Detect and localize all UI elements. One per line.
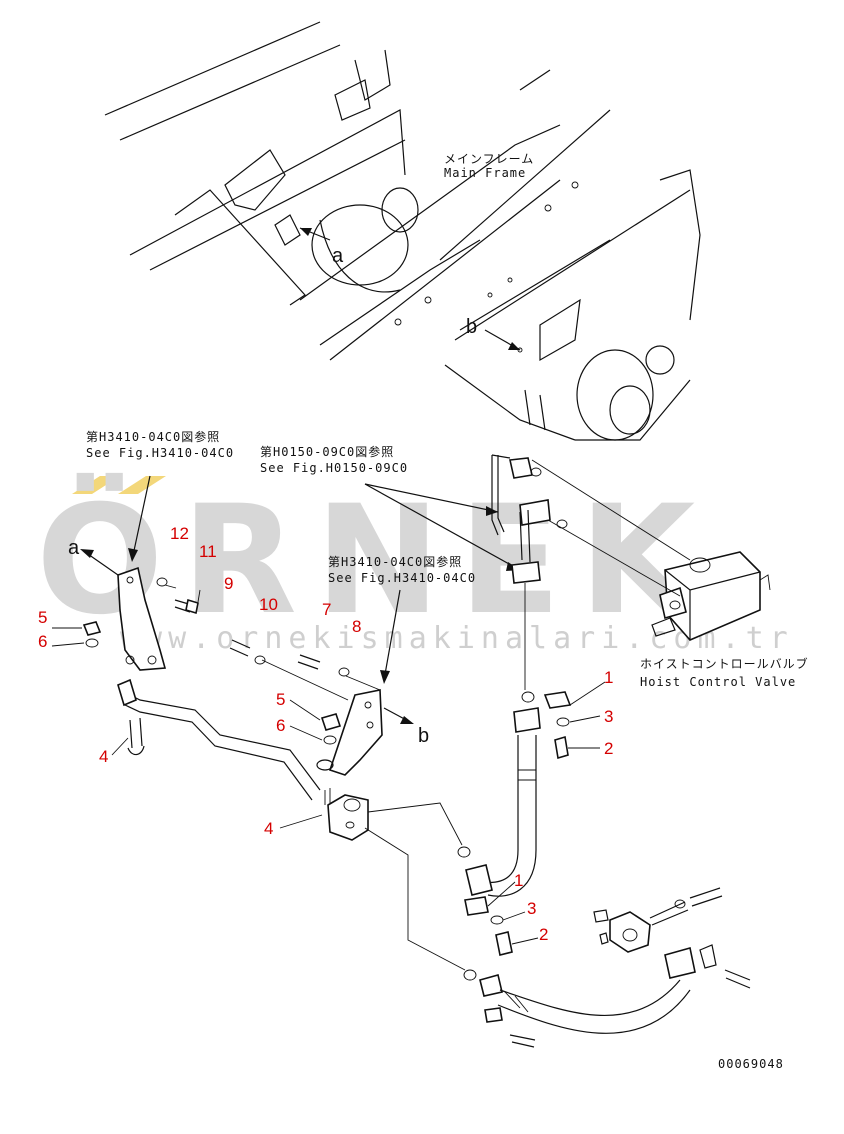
callout-1-low: 1 [514,871,523,890]
watermark-accent-right [118,476,166,494]
upper-pipes [491,454,691,690]
callout-10: 10 [259,595,278,614]
top-clamp-set [543,681,606,760]
callout-3-top: 3 [604,707,613,726]
ref2-label-en: See Fig.H0150-09C0 [260,461,408,475]
vertical-hose [457,691,541,897]
watermark-url: www.ornekismakinalari.com.tr [120,621,794,656]
callouts: 12 11 9 10 7 8 5 6 5 6 4 4 1 3 2 1 3 2 [38,524,613,944]
main-frame-label-en: Main Frame [444,166,526,180]
callout-7: 7 [322,600,331,619]
callout-3-low: 3 [527,899,536,918]
watermark: ÖRNEK www.ornekismakinalari.com.tr [36,472,794,656]
hoist-valve-label-en: Hoist Control Valve [640,675,796,689]
lower-hose [463,944,751,1048]
pipe-block [324,788,466,971]
view-letter-a-bracket: a [68,537,80,559]
main-frame-drawing: a b メインフレーム Main Frame [104,21,701,441]
hoist-valve-label-jp: ホイストコントロールバルブ [640,656,809,671]
ref1-label-jp: 第H3410-04C0図参照 [86,429,220,444]
left-bracket: a [68,537,167,671]
view-letter-a-frame: a [332,245,344,267]
ref2-label-jp: 第H0150-09C0図参照 [260,444,394,459]
ref3-label-en: See Fig.H3410-04C0 [328,571,476,585]
callout-8: 8 [352,617,361,636]
drawing-number: 00069048 [718,1057,784,1071]
middle-bracket: b [316,689,429,776]
lower-clamp-set [464,881,539,956]
callout-2-low: 2 [539,925,548,944]
view-letter-b-frame: b [466,316,477,338]
long-pipe [117,678,321,801]
callout-2-top: 2 [604,739,613,758]
lower-right-block [593,887,723,953]
callout-6-left: 6 [38,632,47,651]
ref1-label-en: See Fig.H3410-04C0 [86,446,234,460]
callout-9: 9 [224,574,233,593]
fasteners [82,577,381,745]
callout-6-mid: 6 [276,716,285,735]
callout-4-left: 4 [99,747,108,766]
main-frame-label-jp: メインフレーム [444,152,534,166]
callout-4-mid: 4 [264,819,273,838]
watermark-accent-left [72,476,120,494]
ref3-label-jp: 第H3410-04C0図参照 [328,554,462,569]
callout-12: 12 [170,524,189,543]
view-letter-b-bracket: b [418,725,429,747]
callout-5-mid: 5 [276,690,285,709]
callout-1-top: 1 [604,668,613,687]
callout-11: 11 [199,542,217,561]
callout-5-left: 5 [38,608,47,627]
